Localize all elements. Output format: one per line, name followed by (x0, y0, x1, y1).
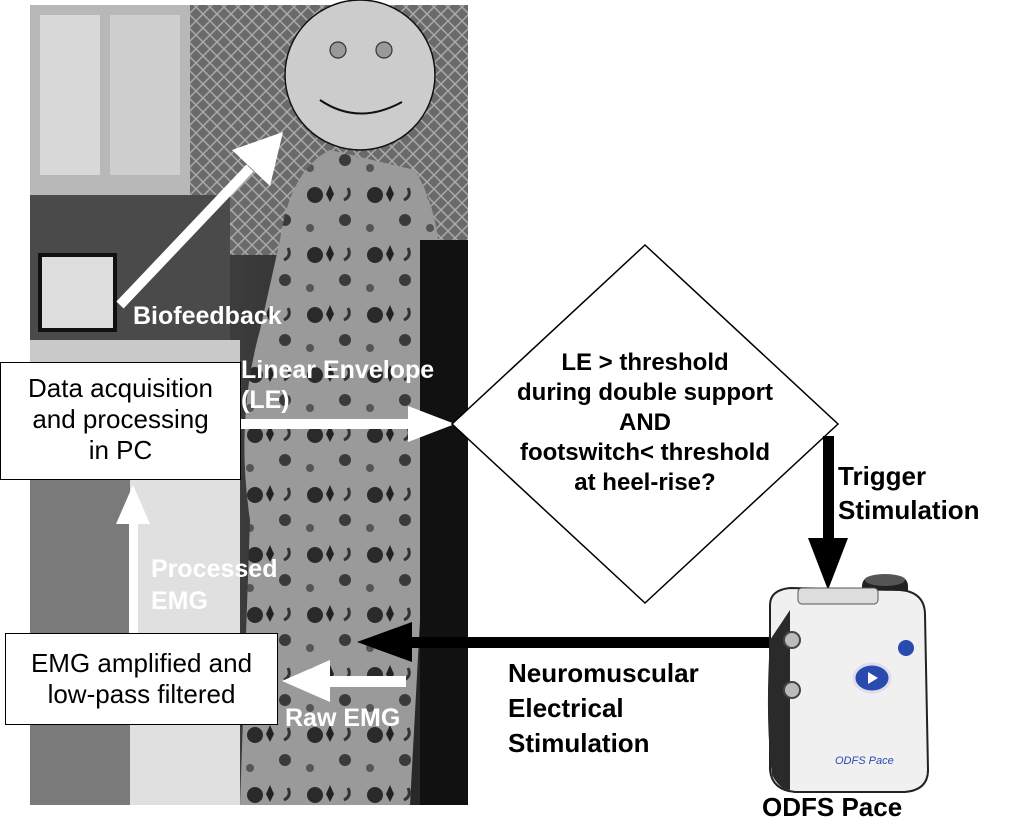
decision-text: LE > threshold during double support AND… (517, 349, 773, 496)
le-arrow (240, 406, 455, 442)
face-icon (284, 0, 436, 151)
device-name-label: ODFS Pace (762, 792, 903, 822)
trigger-stimulation-label: Trigger Stimulation (838, 461, 980, 525)
emg-amplified-box: EMG amplified and low-pass filtered (5, 633, 278, 725)
decision-diamond (450, 243, 840, 605)
data-acquisition-box: Data acquisition and processing in PC (0, 362, 241, 480)
stimulation-arrow (357, 622, 780, 662)
linear-envelope-label: Linear Envelope (LE) (241, 356, 435, 414)
nmes-label: Neuromuscular Electrical Stimulation (508, 658, 699, 758)
odfs-pace-device-icon (767, 574, 930, 793)
raw-emg-arrow (282, 660, 406, 702)
trigger-arrow (808, 436, 848, 590)
processed-emg-label: Processed EMG (151, 555, 278, 615)
device-brand-text: ODFS Pace (835, 755, 894, 767)
biofeedback-arrow (116, 132, 283, 309)
biofeedback-label: Biofeedback (133, 302, 282, 330)
raw-emg-label: Raw EMG (285, 704, 401, 732)
processed-emg-arrow (116, 485, 150, 635)
